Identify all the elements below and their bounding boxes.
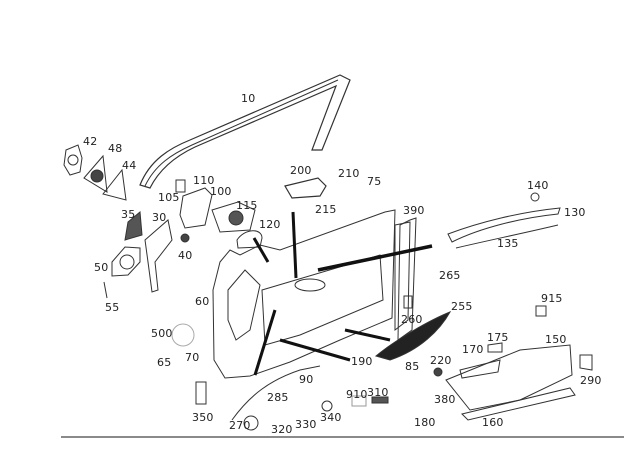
ring-270 <box>243 415 259 431</box>
callout-380[interactable]: 380 <box>434 393 456 406</box>
callout-200[interactable]: 200 <box>290 164 312 177</box>
leader-arrows <box>252 211 433 376</box>
part-910 <box>351 395 367 407</box>
callout-390[interactable]: 390 <box>403 204 425 217</box>
knob-340 <box>321 400 333 412</box>
callout-75[interactable]: 75 <box>367 175 382 188</box>
switch-310 <box>371 396 389 404</box>
callout-100[interactable]: 100 <box>210 185 232 198</box>
callout-340[interactable]: 340 <box>320 411 342 424</box>
callout-42[interactable]: 42 <box>83 135 98 148</box>
trim-85 <box>374 311 452 361</box>
part-915 <box>535 305 547 317</box>
switch-panel-175 <box>487 342 503 353</box>
tool-500 <box>171 323 195 347</box>
callout-270[interactable]: 270 <box>229 419 251 432</box>
tweeter-housing-50 <box>103 246 141 299</box>
callout-55[interactable]: 55 <box>105 301 120 314</box>
callout-30[interactable]: 30 <box>152 211 167 224</box>
callout-170[interactable]: 170 <box>462 343 484 356</box>
knob-40 <box>180 233 190 243</box>
strip-390 <box>397 217 417 341</box>
callout-210[interactable]: 210 <box>338 167 360 180</box>
plug-220 <box>433 367 443 377</box>
callout-85[interactable]: 85 <box>405 360 420 373</box>
callout-175[interactable]: 175 <box>487 331 509 344</box>
callout-260[interactable]: 260 <box>401 313 423 326</box>
footer-rule <box>61 436 624 438</box>
seal-135 <box>455 224 559 249</box>
callout-110[interactable]: 110 <box>193 174 215 187</box>
callout-150[interactable]: 150 <box>545 333 567 346</box>
cover-44 <box>102 168 127 201</box>
callout-255[interactable]: 255 <box>451 300 473 313</box>
sill-strip-130 <box>447 207 561 243</box>
callout-915[interactable]: 915 <box>541 292 563 305</box>
callout-48[interactable]: 48 <box>108 142 123 155</box>
speaker-frame-100 <box>179 187 213 229</box>
callout-215[interactable]: 215 <box>315 203 337 216</box>
armrest-150 <box>445 344 576 421</box>
callout-130[interactable]: 130 <box>564 206 586 219</box>
callout-265[interactable]: 265 <box>439 269 461 282</box>
grille-30 <box>144 219 173 293</box>
callout-50[interactable]: 50 <box>94 261 109 274</box>
callout-44[interactable]: 44 <box>122 159 137 172</box>
mirror-triangle-48 <box>83 154 108 193</box>
callout-135[interactable]: 135 <box>497 237 519 250</box>
callout-285[interactable]: 285 <box>267 391 289 404</box>
callout-500[interactable]: 500 <box>151 327 173 340</box>
bracket-290 <box>579 354 593 371</box>
callout-60[interactable]: 60 <box>195 295 210 308</box>
clip-105 <box>175 179 186 193</box>
callout-290[interactable]: 290 <box>580 374 602 387</box>
callout-330[interactable]: 330 <box>295 418 317 431</box>
clip-260 <box>403 295 413 309</box>
callout-105[interactable]: 105 <box>158 191 180 204</box>
callout-320[interactable]: 320 <box>271 423 293 436</box>
callout-70[interactable]: 70 <box>185 351 200 364</box>
door-handle-200 <box>284 177 327 199</box>
window-frame-part <box>139 74 351 189</box>
callout-160[interactable]: 160 <box>482 416 504 429</box>
callout-910[interactable]: 910 <box>346 388 368 401</box>
bracket-35 <box>124 211 143 241</box>
clip-140 <box>530 192 540 202</box>
callout-350[interactable]: 350 <box>192 411 214 424</box>
cable-90 <box>231 365 321 421</box>
box-350 <box>195 381 207 405</box>
callout-65[interactable]: 65 <box>157 356 172 369</box>
callout-35[interactable]: 35 <box>121 208 136 221</box>
callout-140[interactable]: 140 <box>527 179 549 192</box>
speaker-bracket-42 <box>63 144 83 176</box>
callout-40[interactable]: 40 <box>178 249 193 262</box>
callout-90[interactable]: 90 <box>299 373 314 386</box>
callout-310[interactable]: 310 <box>367 386 389 399</box>
callout-190[interactable]: 190 <box>351 355 373 368</box>
callout-120[interactable]: 120 <box>259 218 281 231</box>
callout-220[interactable]: 220 <box>430 354 452 367</box>
callout-180[interactable]: 180 <box>414 416 436 429</box>
callout-10[interactable]: 10 <box>241 92 256 105</box>
callout-115[interactable]: 115 <box>236 199 258 212</box>
speaker-115 <box>211 201 256 233</box>
